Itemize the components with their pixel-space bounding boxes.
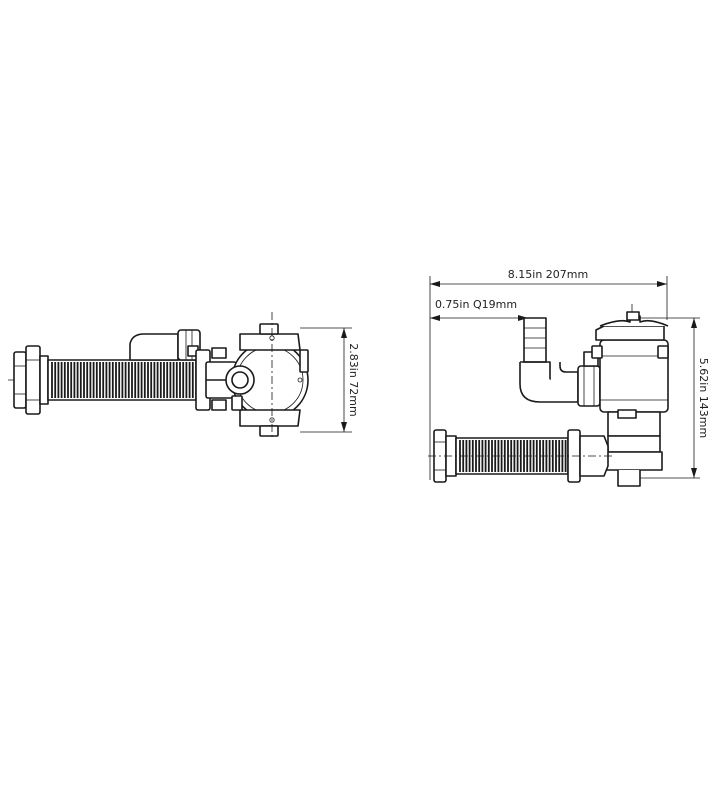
front-view-inlet-dimension: 0.75in Q19mm xyxy=(430,298,528,321)
front-view-hose-coupling xyxy=(428,429,612,483)
front-view-pump-body xyxy=(591,339,669,487)
side-view: 2.83in 72mm xyxy=(8,312,360,440)
side-view-elbow-fitting xyxy=(129,329,201,361)
front-view-height-label: 5.62in 143mm xyxy=(697,358,710,438)
side-view-height-dimension: 2.83in 72mm xyxy=(300,327,360,433)
side-view-height-label: 2.83in 72mm xyxy=(347,343,360,416)
side-view-corrugated-hose xyxy=(47,359,197,401)
side-view-pump-housing xyxy=(225,312,309,440)
front-view-width-dimension: 8.15in 207mm xyxy=(429,268,668,480)
front-view-motor-cap xyxy=(595,304,669,341)
front-view: 8.15in 207mm 0.75in Q19mm 5.62in 143mm xyxy=(428,268,710,487)
front-view-width-label: 8.15in 207mm xyxy=(508,268,588,281)
front-view-corrugated-hose xyxy=(455,437,569,475)
side-view-thru-hull-flange xyxy=(13,345,49,415)
front-view-inlet-barb xyxy=(519,317,579,403)
front-view-inlet-label: 0.75in Q19mm xyxy=(435,298,517,311)
